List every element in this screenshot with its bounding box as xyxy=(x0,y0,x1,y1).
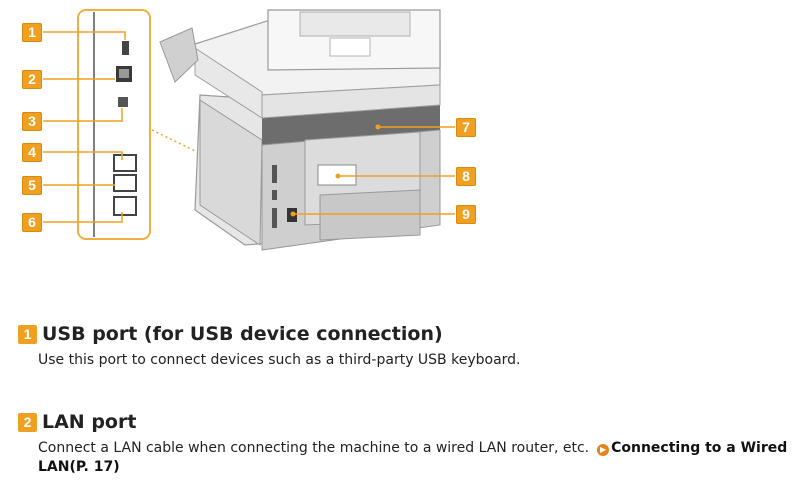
callout-3: 3 xyxy=(22,112,42,131)
arrow-right-icon: ▶ xyxy=(597,444,610,456)
wired-lan-link[interactable]: Connecting to a Wired LAN(P. 17) xyxy=(38,440,788,475)
printer-rear-figure: 1 2 3 4 5 6 7 8 9 xyxy=(22,9,476,251)
section-lan-port: 2 LAN port Connect a LAN cable when conn… xyxy=(18,410,788,477)
callout-1: 1 xyxy=(22,23,42,42)
section-usb-port: 1 USB port (for USB device connection) U… xyxy=(18,322,788,370)
callout-9: 9 xyxy=(456,205,476,224)
section-heading: 1 USB port (for USB device connection) xyxy=(18,322,788,346)
callout-8: 8 xyxy=(456,167,476,186)
callout-6: 6 xyxy=(22,213,42,232)
section-title: USB port (for USB device connection) xyxy=(42,323,443,345)
callout-5: 5 xyxy=(22,176,42,195)
number-badge: 1 xyxy=(18,324,37,344)
section-description: Use this port to connect devices such as… xyxy=(38,352,521,368)
printer-illustration xyxy=(43,9,455,251)
callout-7: 7 xyxy=(456,118,476,137)
callout-2: 2 xyxy=(22,70,42,89)
section-title: LAN port xyxy=(42,411,137,433)
section-description-wrap: Connect a LAN cable when connecting the … xyxy=(38,439,788,477)
number-badge: 2 xyxy=(18,412,37,432)
callout-4: 4 xyxy=(22,143,42,162)
section-heading: 2 LAN port xyxy=(18,410,788,434)
section-description: Connect a LAN cable when connecting the … xyxy=(38,440,590,456)
